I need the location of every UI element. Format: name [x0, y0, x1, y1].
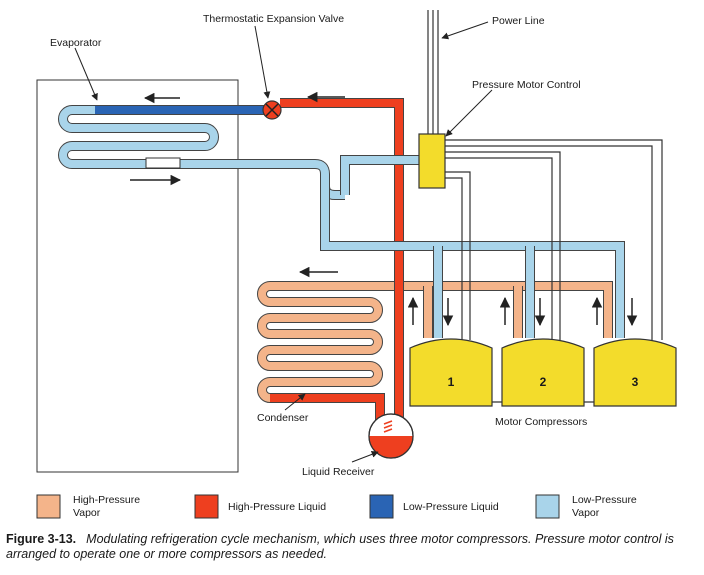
- compressor-2-number: 2: [540, 375, 547, 389]
- compressor-2: 2: [501, 338, 585, 407]
- legend-item-lp-liquid: Low-Pressure Liquid: [369, 494, 499, 519]
- condenser-label: Condenser: [257, 412, 309, 424]
- pressure-control-label: Pressure Motor Control: [472, 79, 581, 91]
- condenser-coil: [257, 281, 435, 403]
- compressor-3: 3: [593, 338, 677, 407]
- hp-vapor-header: [423, 281, 613, 338]
- legend-item-hp-liquid: High-Pressure Liquid: [194, 494, 326, 519]
- legend-label-line1: Low-Pressure Liquid: [403, 501, 499, 513]
- legend-label-line1: Low-Pressure: [572, 494, 637, 506]
- legend: High-Pressure Vapor High-Pressure Liquid…: [36, 494, 637, 519]
- control-wiring: [445, 139, 663, 340]
- compressors-label: Motor Compressors: [495, 416, 587, 428]
- receiver-label: Liquid Receiver: [302, 466, 375, 478]
- legend-label-line1: High-Pressure: [73, 494, 140, 506]
- figure-caption: Figure 3-13.Modulating refrigeration cyc…: [6, 532, 698, 562]
- power-line: [427, 10, 439, 134]
- compressor-1-number: 1: [448, 375, 455, 389]
- power-line-label: Power Line: [492, 15, 545, 27]
- liquid-receiver: [368, 413, 414, 459]
- legend-item-hp-vapor: High-Pressure Vapor: [36, 494, 140, 519]
- hp-liquid-line: [280, 98, 404, 440]
- expansion-valve: [262, 100, 282, 120]
- condenser-to-receiver-line: [270, 393, 385, 420]
- leader-lines: [74, 21, 493, 463]
- evaporator-coil: [58, 105, 345, 200]
- legend-label-line2: Vapor: [73, 507, 101, 519]
- pressure-control-box: [418, 133, 446, 189]
- legend-item-lp-vapor: Low-Pressure Vapor: [535, 494, 637, 519]
- compressor-3-number: 3: [632, 375, 639, 389]
- evaporator-label: Evaporator: [50, 37, 102, 49]
- legend-label-line2: Vapor: [572, 507, 600, 519]
- valve-label: Thermostatic Expansion Valve: [203, 13, 344, 25]
- caption-text: Modulating refrigeration cycle mechanism…: [6, 532, 674, 561]
- compressor-1: 1: [409, 338, 493, 407]
- figure-number: Figure 3-13.: [6, 532, 77, 546]
- flow-arrows: [130, 91, 638, 327]
- evaporator-enclosure: [36, 79, 239, 473]
- suction-line: [320, 155, 625, 338]
- legend-label-line1: High-Pressure Liquid: [228, 501, 326, 513]
